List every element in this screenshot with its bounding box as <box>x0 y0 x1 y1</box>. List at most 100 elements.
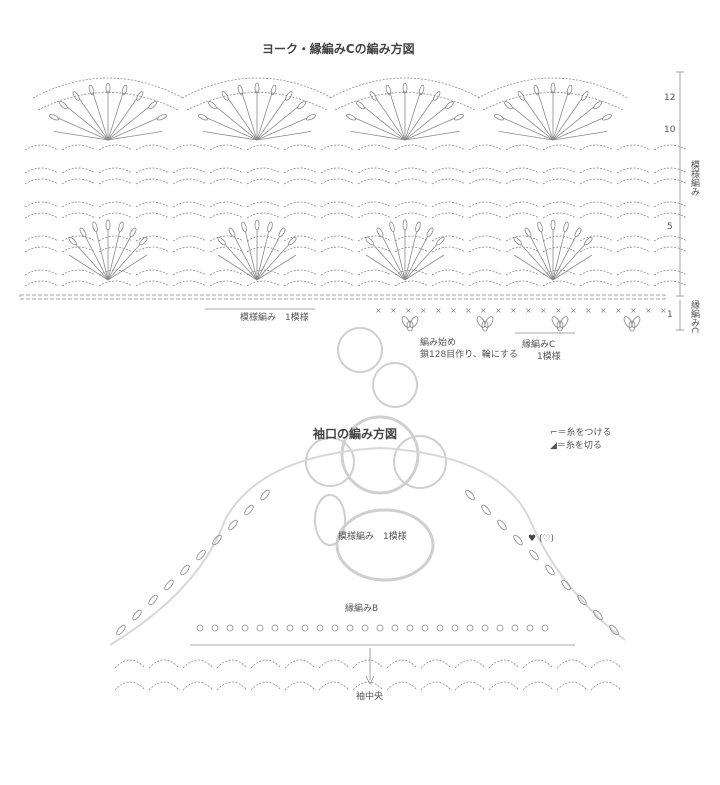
stitch-oval <box>221 91 229 101</box>
edge-c-x-mark: × <box>600 306 607 315</box>
chain-arc <box>653 178 688 185</box>
chain-arc <box>24 212 59 219</box>
chain-arc <box>320 246 355 253</box>
chain-arc <box>61 178 96 185</box>
stitch-oval <box>254 219 260 231</box>
stitch-line <box>58 117 109 141</box>
chain-arc <box>579 167 614 174</box>
stitch-line <box>256 117 307 141</box>
stitch-line <box>404 106 447 141</box>
chain-arc <box>394 280 429 287</box>
chain-arc <box>431 144 466 151</box>
stitch-line <box>530 236 554 281</box>
stitch-line <box>256 97 287 141</box>
chain-arc <box>246 269 281 276</box>
chain-arc <box>468 235 503 242</box>
chain-arc <box>542 178 577 185</box>
chain-arc <box>61 269 96 276</box>
chain-arc <box>542 167 577 174</box>
yarn-attach-icon: ⌐ <box>550 428 558 438</box>
chain-arc <box>616 178 651 185</box>
chain-arc <box>135 212 170 219</box>
foundation-chain <box>19 294 666 300</box>
edge-b-dot <box>226 624 234 632</box>
chain-arc <box>320 235 355 242</box>
stitch-oval <box>260 489 270 501</box>
edge-b-dot <box>196 624 204 632</box>
chain-arc <box>431 246 466 253</box>
chain-arc <box>542 144 577 151</box>
chain-arc <box>216 659 248 669</box>
chain-arc <box>616 235 651 242</box>
chain-arc <box>653 167 688 174</box>
chain-arc <box>542 212 577 219</box>
chain-arc <box>468 280 503 287</box>
chain-arc <box>181 77 333 99</box>
watermark-shape <box>314 494 346 546</box>
cuff-pattern-repeat-label: 模様編み 1模様 <box>338 532 407 542</box>
stitch-line <box>256 131 312 141</box>
edge-b-dot <box>436 624 444 632</box>
chain-arc <box>616 201 651 208</box>
stitch-line <box>520 244 554 281</box>
chain-arc <box>209 178 244 185</box>
stitch-oval <box>566 84 573 96</box>
stitch-oval <box>402 219 408 231</box>
stitch-line <box>256 106 299 141</box>
cuff-heart-note: ♥ (♡) <box>528 534 555 544</box>
edge-b-dot <box>421 624 429 632</box>
stitch-oval <box>409 316 419 328</box>
chain-arc <box>357 235 392 242</box>
stitch-oval <box>132 609 142 621</box>
stitch-oval <box>278 227 286 238</box>
stitch-oval <box>129 227 137 238</box>
chain-arc <box>352 681 384 691</box>
chain-arc <box>320 167 355 174</box>
chain-arc <box>283 212 318 219</box>
chain-arc <box>522 681 554 691</box>
chain-arc <box>61 167 96 174</box>
chain-arc <box>542 246 577 253</box>
chain-arc <box>329 77 481 99</box>
stitch-line <box>107 131 163 141</box>
chain-arc <box>284 681 316 691</box>
chain-arc <box>61 212 96 219</box>
stitch-oval <box>401 316 411 328</box>
stitch-oval <box>285 91 293 101</box>
stitch-oval <box>59 101 68 110</box>
edge-b-dot <box>466 624 474 632</box>
stitch-oval <box>376 227 384 238</box>
stitch-oval <box>156 113 167 121</box>
edge-c-x-mark: × <box>495 306 502 315</box>
chain-arc <box>37 92 179 111</box>
stitch-oval <box>497 519 507 531</box>
stitch-oval <box>445 101 454 110</box>
chain-arc <box>352 659 384 669</box>
chain-arc <box>135 167 170 174</box>
edge-b-dot <box>541 624 549 632</box>
chain-arc <box>209 144 244 151</box>
edge-c-x-mark: × <box>630 306 637 315</box>
stitch-oval <box>601 113 612 121</box>
stitch-oval <box>524 227 532 238</box>
yoke-start-note-2: 鎖128目作り、輪にする <box>420 350 518 360</box>
stitch-oval <box>244 504 254 516</box>
row-number-5: 5 <box>667 222 673 232</box>
edge-c-x-mark: × <box>450 306 457 315</box>
chain-arc <box>616 246 651 253</box>
stitch-oval <box>476 316 486 328</box>
stitch-oval <box>593 609 603 621</box>
stitch-oval <box>513 236 522 246</box>
stitch-oval <box>356 101 365 110</box>
edge-c-x-mark: × <box>390 306 397 315</box>
watermark-shape <box>340 415 420 495</box>
chain-arc <box>61 280 96 287</box>
edge-b-dot <box>301 624 309 632</box>
chain-arc <box>579 178 614 185</box>
chain-arc <box>24 144 59 151</box>
stitch-oval <box>217 236 226 246</box>
stitch-line <box>107 254 148 281</box>
chain-arc <box>590 659 622 669</box>
stitch-oval <box>529 549 539 561</box>
stitch-line <box>107 117 158 141</box>
